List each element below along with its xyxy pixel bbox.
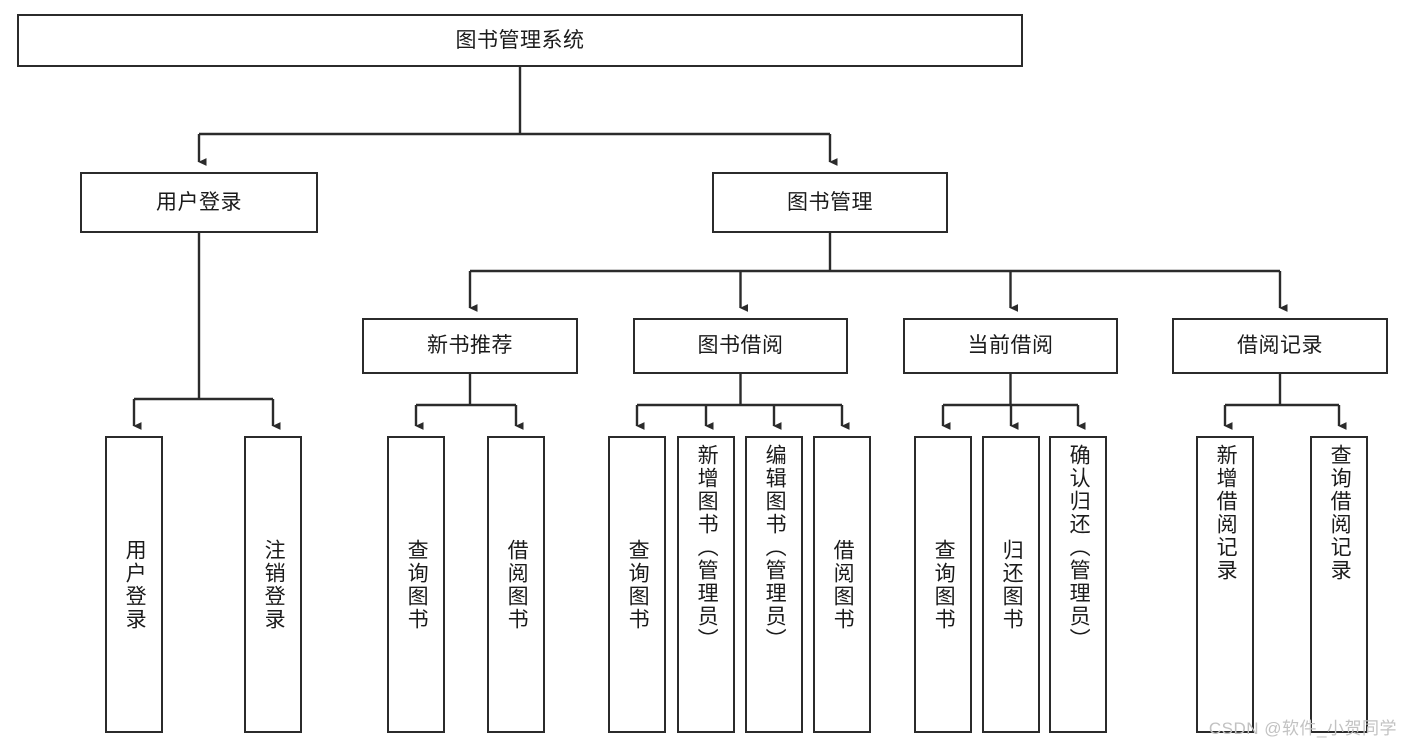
node-leaf-query-book-rec[interactable]: 查询图书 bbox=[387, 436, 445, 733]
node-label: 新增借阅记录 bbox=[1214, 444, 1238, 582]
node-leaf-user-logout[interactable]: 注销登录 bbox=[244, 436, 302, 733]
node-label: 借阅图书 bbox=[831, 538, 855, 631]
node-label: 新增图书（管理员） bbox=[695, 444, 719, 651]
node-label: 借阅记录 bbox=[1237, 334, 1323, 358]
node-label: 查询借阅记录 bbox=[1328, 444, 1352, 582]
node-root[interactable]: 图书管理系统 bbox=[17, 14, 1023, 67]
node-label: 图书借阅 bbox=[697, 334, 784, 358]
node-current-borrow[interactable]: 当前借阅 bbox=[903, 318, 1118, 374]
node-label: 借阅图书 bbox=[505, 538, 529, 631]
node-user-login[interactable]: 用户登录 bbox=[80, 172, 318, 233]
node-label: 用户登录 bbox=[156, 190, 242, 214]
node-label: 图书管理 bbox=[787, 190, 873, 214]
node-leaf-edit-book[interactable]: 编辑图书（管理员） bbox=[745, 436, 803, 733]
node-label: 编辑图书（管理员） bbox=[763, 444, 787, 651]
node-leaf-query-book-cur[interactable]: 查询图书 bbox=[914, 436, 972, 733]
node-borrow-record[interactable]: 借阅记录 bbox=[1172, 318, 1388, 374]
csdn-watermark: CSDN @软件_小贺同学 bbox=[1208, 719, 1397, 738]
node-label: 用户登录 bbox=[123, 538, 147, 631]
node-leaf-confirm-return[interactable]: 确认归还（管理员） bbox=[1049, 436, 1107, 733]
node-label: 注销登录 bbox=[262, 538, 286, 631]
node-leaf-user-login[interactable]: 用户登录 bbox=[105, 436, 163, 733]
node-label: 查询图书 bbox=[405, 538, 429, 631]
node-leaf-borrow-book[interactable]: 借阅图书 bbox=[813, 436, 871, 733]
node-label: 图书管理系统 bbox=[455, 28, 585, 52]
node-label: 新书推荐 bbox=[427, 334, 513, 358]
node-leaf-return-book[interactable]: 归还图书 bbox=[982, 436, 1040, 733]
node-label: 查询图书 bbox=[626, 538, 650, 631]
node-book-borrow[interactable]: 图书借阅 bbox=[633, 318, 848, 374]
node-label: 确认归还（管理员） bbox=[1067, 444, 1091, 651]
node-label: 当前借阅 bbox=[967, 334, 1054, 358]
node-leaf-add-book[interactable]: 新增图书（管理员） bbox=[677, 436, 735, 733]
node-leaf-add-record[interactable]: 新增借阅记录 bbox=[1196, 436, 1254, 733]
node-label: 查询图书 bbox=[932, 538, 956, 631]
node-new-book-recommend[interactable]: 新书推荐 bbox=[362, 318, 578, 374]
node-leaf-query-record[interactable]: 查询借阅记录 bbox=[1310, 436, 1368, 733]
node-leaf-borrow-book-rec[interactable]: 借阅图书 bbox=[487, 436, 545, 733]
node-book-manage[interactable]: 图书管理 bbox=[712, 172, 948, 233]
node-label: 归还图书 bbox=[1000, 538, 1024, 631]
node-leaf-query-book-borrow[interactable]: 查询图书 bbox=[608, 436, 666, 733]
